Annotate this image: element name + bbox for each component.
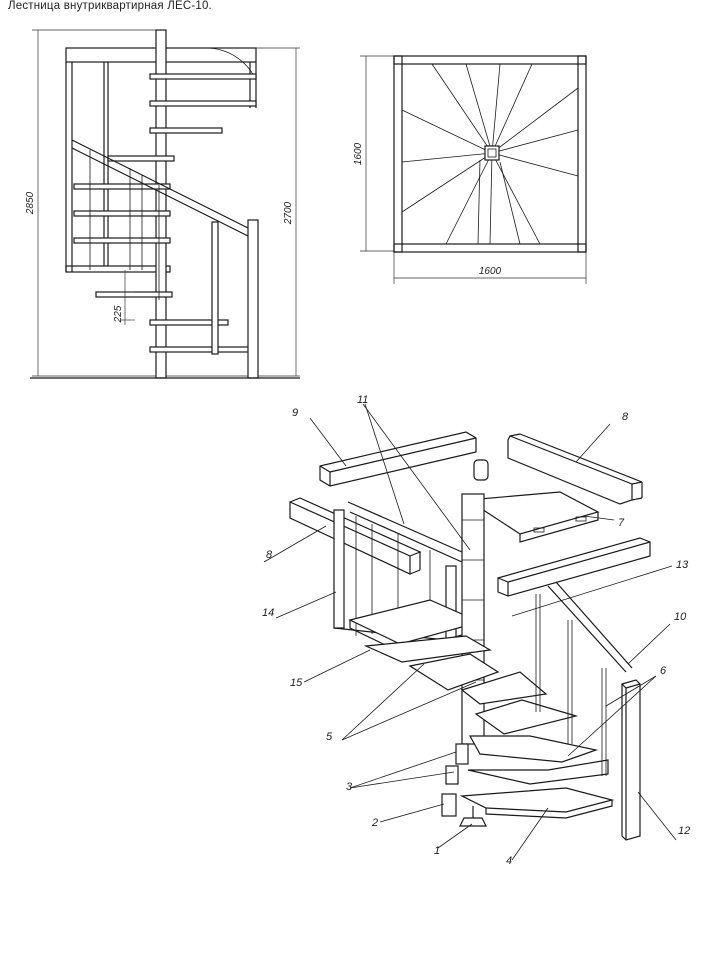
callout-3: 3 — [346, 781, 353, 793]
callout-8-left: 8 — [266, 549, 273, 561]
exploded-view: 9 8 11 8 7 13 14 10 15 6 5 3 2 1 12 4 — [262, 394, 690, 867]
callout-13: 13 — [676, 559, 689, 571]
callout-9: 9 — [292, 407, 298, 419]
dim-step-rise: 225 — [113, 305, 124, 323]
callout-11: 11 — [357, 394, 368, 406]
callout-10: 10 — [674, 611, 687, 623]
callout-14: 14 — [262, 607, 274, 619]
dim-height-to-floor: 2700 — [283, 201, 294, 225]
dim-plan-depth: 1600 — [353, 142, 364, 165]
side-elevation: 2850 2700 — [25, 29, 300, 379]
callout-15: 15 — [290, 677, 303, 689]
callout-12: 12 — [678, 825, 690, 837]
callout-5: 5 — [326, 731, 333, 743]
callout-2: 2 — [371, 817, 378, 829]
drawing-title: Лестница внутриквартирная ЛЕС-10. — [8, 0, 212, 12]
callout-8-right: 8 — [622, 411, 629, 423]
callout-1: 1 — [434, 845, 440, 857]
dim-overall-height: 2850 — [25, 191, 36, 215]
callout-7: 7 — [618, 517, 625, 529]
callout-6: 6 — [660, 665, 667, 677]
dim-plan-width: 1600 — [479, 266, 502, 277]
callout-4: 4 — [506, 855, 512, 867]
plan-view: 1600 1600 — [353, 55, 587, 284]
